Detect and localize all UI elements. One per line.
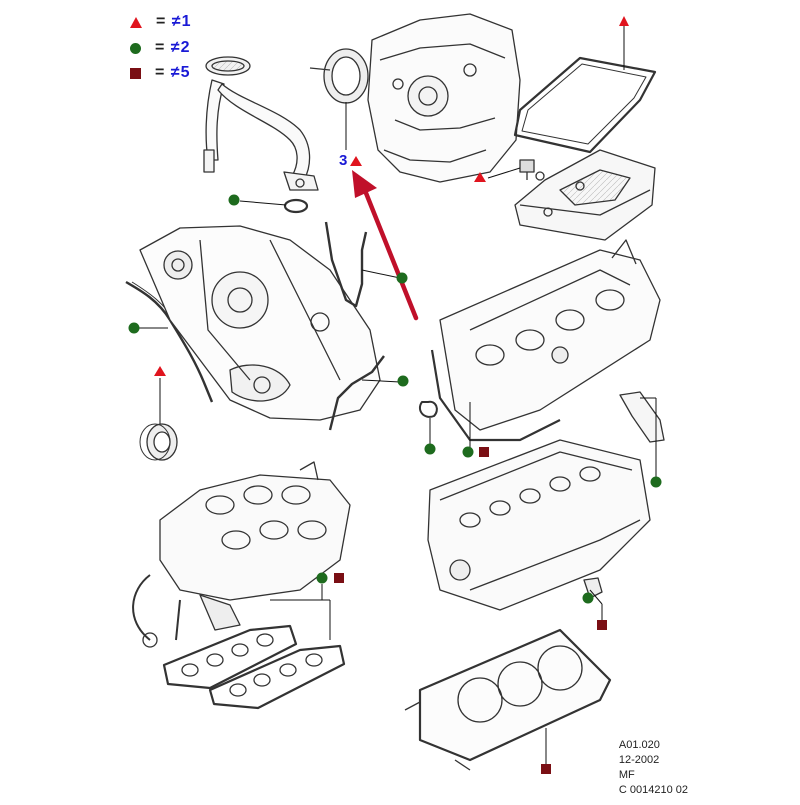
front-crankshaft-seal — [139, 423, 178, 461]
intake-manifold-gaskets — [162, 624, 346, 710]
marker-triangle — [619, 16, 629, 26]
marker-circle — [228, 194, 240, 206]
callout-number: 3 — [339, 152, 348, 169]
pickup-tube-o-ring — [283, 198, 309, 214]
cam-cover-gasket — [324, 221, 368, 308]
legend-label: ≠1 — [171, 13, 192, 30]
triangle-symbol — [130, 16, 142, 28]
front-timing-cover — [139, 225, 381, 421]
oil-pickup-tube — [203, 56, 319, 191]
drawing-initials: MF — [618, 769, 635, 781]
marker-triangle — [154, 366, 166, 376]
marker-circle — [582, 592, 594, 604]
circle-symbol — [130, 42, 141, 54]
legend-row-circle: = ≠2 — [130, 37, 190, 59]
leader-lines — [138, 26, 657, 764]
legend-equals: = — [155, 39, 166, 56]
marker-circle — [650, 476, 662, 488]
engine-block-rear — [367, 13, 521, 183]
mounting-bracket — [619, 391, 665, 443]
highlight-arrow — [352, 170, 419, 321]
marker-circle — [397, 375, 409, 387]
legend-equals: = — [155, 64, 166, 81]
marker-circle — [316, 572, 328, 584]
drawing-code: A01.020 — [618, 739, 660, 751]
marker-triangle — [350, 156, 362, 166]
legend-equals: = — [156, 13, 167, 30]
cylinder-head — [427, 439, 651, 611]
marker-square — [597, 620, 607, 630]
square-symbol — [130, 67, 141, 79]
marker-circle — [424, 443, 436, 455]
marker-symbols — [128, 16, 662, 774]
legend-label: ≠2 — [170, 39, 191, 56]
drawing-reference-block: A01.020 12-2002 MF C 0014210 02 — [619, 738, 688, 798]
legend-row-triangle: = ≠1 — [130, 11, 191, 33]
oil-pan-gasket — [513, 56, 657, 154]
spark-plug-tube-seal — [418, 400, 438, 418]
intake-manifold — [132, 461, 351, 648]
legend-row-square: = ≠5 — [130, 62, 190, 84]
oil-drain-plug — [519, 159, 545, 181]
marker-square — [541, 764, 551, 774]
marker-triangle — [474, 172, 486, 182]
marker-circle — [462, 446, 474, 458]
marker-circle — [128, 322, 140, 334]
drawing-reference: C 0014210 02 — [618, 784, 688, 796]
marker-square — [334, 573, 344, 583]
marker-circle — [396, 272, 408, 284]
legend-label: ≠5 — [170, 64, 191, 81]
marker-square — [479, 447, 489, 457]
crankshaft-rear-seal — [309, 48, 369, 104]
cylinder-head-gasket — [404, 628, 612, 771]
drawing-date: 12-2002 — [618, 754, 660, 766]
oil-pan — [514, 149, 656, 241]
valve-cover — [439, 239, 661, 431]
lower-cover-gasket — [328, 355, 385, 431]
